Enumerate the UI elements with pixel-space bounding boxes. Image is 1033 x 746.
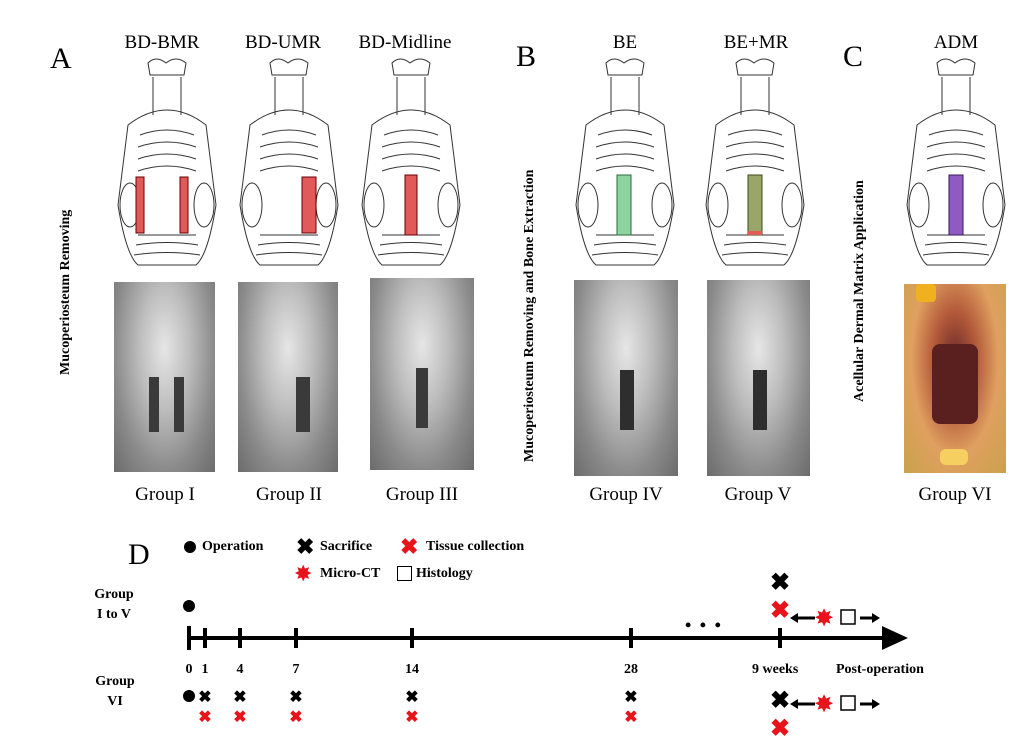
sacrifice-marker-d1: ✖ — [198, 689, 211, 706]
tissue-collection-icon: ✖ — [400, 534, 419, 559]
tissue-marker-d7: ✖ — [289, 709, 302, 726]
palate-sketch-bd-umr — [230, 55, 348, 273]
operation-marker-top — [183, 600, 195, 612]
timeline-group-top-label: Group I to V — [94, 587, 134, 622]
sacrifice-marker-d7: ✖ — [289, 689, 302, 706]
group-label-v: Group V — [724, 484, 792, 505]
tick-label-7: 7 — [292, 662, 300, 677]
specimen-photo-group-vi — [904, 284, 1006, 473]
specimen-photo-group-i — [114, 282, 215, 472]
panel-letter-d: D — [128, 538, 150, 571]
tick-label-0: 0 — [185, 662, 193, 677]
svg-text:✸: ✸ — [814, 692, 834, 718]
panel-letter-c: C — [843, 40, 864, 73]
palate-sketch-bd-midline — [352, 55, 470, 273]
sacrifice-marker-d14: ✖ — [405, 689, 418, 706]
sacrifice-marker-9w-bottom: ✖ — [770, 688, 790, 714]
svg-text:✸: ✸ — [814, 606, 834, 632]
tick-label-1: 1 — [201, 662, 209, 677]
group-label-iii: Group III — [385, 484, 459, 505]
group-label-i: Group I — [135, 484, 195, 505]
analysis-flow-bottom: ✸ — [790, 692, 880, 718]
tick-label-14: 14 — [405, 662, 419, 677]
operation-marker-bottom — [183, 690, 195, 702]
timeline-group-bottom-label: Group VI — [95, 674, 135, 709]
palate-sketch-be — [566, 55, 684, 273]
specimen-photo-group-iv — [574, 280, 678, 476]
legend-micro-ct: Micro-CT — [320, 566, 381, 581]
palate-sketch-bd-bmr — [108, 55, 226, 273]
operation-icon — [184, 541, 196, 553]
col-title-bd-umr: BD-UMR — [244, 32, 321, 53]
sacrifice-marker-d4: ✖ — [233, 689, 246, 706]
specimen-photo-group-iii — [370, 278, 474, 470]
palate-sketch-be-mr — [696, 55, 814, 273]
palate-sketch-adm — [897, 55, 1015, 273]
micro-ct-icon: ✸ — [294, 561, 313, 586]
sacrifice-marker-d28: ✖ — [624, 689, 637, 706]
panel-a-side-label: Mucoperiosteum Removing — [58, 209, 73, 375]
tick-label-4: 4 — [236, 662, 244, 677]
col-title-bd-midline: BD-Midline — [358, 32, 452, 53]
tissue-marker-9w-bottom: ✖ — [770, 716, 790, 742]
sacrifice-marker-top: ✖ — [770, 570, 790, 596]
timeline-arrowhead — [882, 626, 908, 650]
specimen-photo-group-ii — [238, 282, 338, 472]
legend-operation: Operation — [202, 539, 264, 554]
legend-sacrifice: Sacrifice — [320, 539, 373, 554]
col-title-adm: ADM — [933, 32, 979, 53]
tick-label-28: 28 — [624, 662, 638, 677]
timeline-ellipsis: • • • — [685, 615, 723, 635]
specimen-photo-group-v — [707, 280, 810, 476]
tissue-marker-top: ✖ — [770, 598, 790, 624]
panel-b-side-label: Mucoperiosteum Removing and Bone Extract… — [522, 169, 537, 462]
tick-label-9-weeks: 9 weeks — [752, 662, 799, 677]
tissue-marker-d1: ✖ — [198, 709, 211, 726]
tissue-marker-d28: ✖ — [624, 709, 637, 726]
panel-letter-b: B — [516, 40, 537, 73]
col-title-bd-bmr: BD-BMR — [124, 32, 200, 53]
panel-c-side-label: Acellular Dermal Matrix Application — [852, 180, 867, 402]
tissue-marker-d4: ✖ — [233, 709, 246, 726]
group-label-iv: Group IV — [589, 484, 663, 505]
group-label-vi: Group VI — [918, 484, 992, 505]
legend-tissue-collection: Tissue collection — [426, 539, 525, 554]
legend-histology: Histology — [416, 566, 473, 581]
post-operation-label: Post-operation — [836, 662, 924, 677]
panel-letter-a: A — [50, 42, 72, 75]
group-label-ii: Group II — [256, 484, 322, 505]
col-title-be: BE — [612, 32, 638, 53]
timeline-axis: ✖ ✖ ✖ ✖ ✖ ✖ ✖ ✖ ✖ ✖ ✖ ✖ ✖ ✖ ✸ ✸ — [183, 570, 908, 742]
col-title-be-mr: BE+MR — [723, 32, 789, 53]
analysis-flow-top: ✸ — [790, 606, 880, 632]
histology-icon — [397, 566, 412, 581]
tissue-marker-d14: ✖ — [405, 709, 418, 726]
sacrifice-icon: ✖ — [296, 534, 315, 559]
